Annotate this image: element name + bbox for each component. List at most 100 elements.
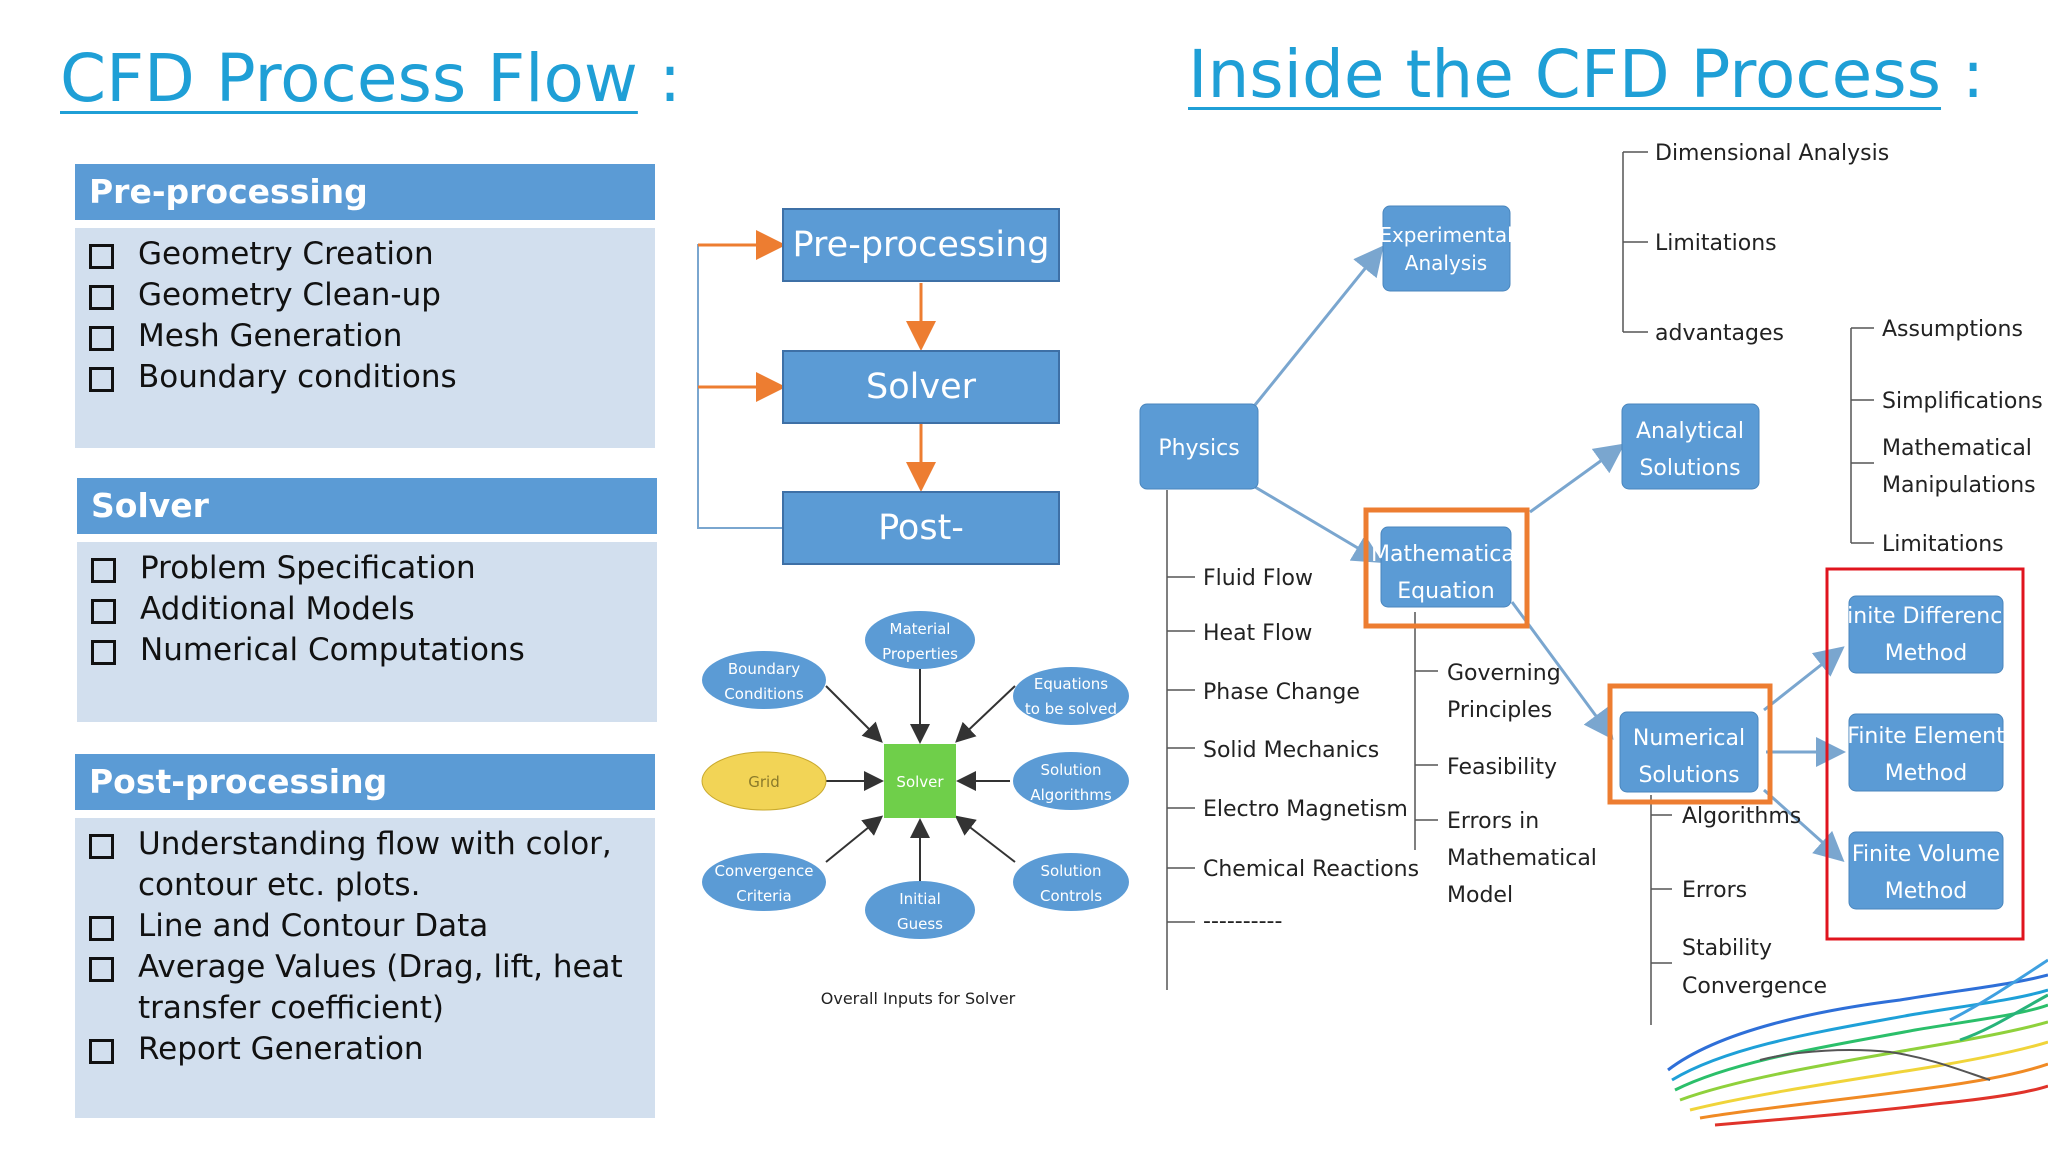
solver-node — [884, 744, 956, 818]
checkbox-icon — [91, 558, 116, 583]
svg-text:Fluid Flow: Fluid Flow — [1203, 566, 1313, 591]
list-item: Geometry Creation — [89, 234, 655, 275]
list-item: Geometry Clean-up — [89, 275, 655, 316]
svg-text:Principles: Principles — [1447, 698, 1552, 723]
list-item: Report Generation — [89, 1029, 641, 1070]
svg-text:Solution: Solution — [1040, 862, 1101, 880]
flow-preprocessing-box: Pre-processing — [782, 208, 1060, 282]
svg-text:Mathematical: Mathematical — [1882, 436, 2032, 461]
svg-text:Initial: Initial — [899, 890, 941, 908]
svg-text:Feasibility: Feasibility — [1447, 755, 1557, 780]
svg-text:Solid Mechanics: Solid Mechanics — [1203, 738, 1379, 763]
svg-text:Finite Element: Finite Element — [1847, 724, 2005, 749]
list-item: Mesh Generation — [89, 316, 655, 357]
svg-text:Conditions: Conditions — [724, 685, 804, 703]
svg-text:Dimensional Analysis: Dimensional Analysis — [1655, 141, 1889, 166]
list-item: Additional Models — [91, 589, 657, 630]
svg-text:to be solved: to be solved — [1025, 700, 1117, 718]
tree-labels: Dimensional Analysis Limitations advanta… — [1203, 141, 2043, 999]
mathematical-equation-node — [1380, 526, 1512, 608]
svg-text:Analytical: Analytical — [1636, 419, 1744, 444]
panel-preprocessing: Geometry Creation Geometry Clean-up Mesh… — [75, 228, 655, 448]
checkbox-icon — [89, 957, 114, 982]
svg-text:Solutions: Solutions — [1639, 456, 1740, 481]
list-item: Understanding flow with color, contour e… — [89, 824, 641, 906]
svg-text:Simplifications: Simplifications — [1882, 389, 2043, 414]
svg-text:Governing: Governing — [1447, 661, 1561, 686]
svg-text:Assumptions: Assumptions — [1882, 317, 2023, 342]
svg-text:Experimental: Experimental — [1379, 223, 1512, 247]
svg-text:Convergence: Convergence — [1682, 974, 1827, 999]
svg-text:Manipulations: Manipulations — [1882, 473, 2036, 498]
flow-postprocessing-box: Post-processing — [782, 491, 1060, 618]
finite-volume-node — [1848, 831, 2004, 910]
experimental-analysis-node — [1382, 205, 1511, 292]
right-title: Inside the CFD Process : — [1188, 36, 1985, 113]
svg-text:----------: ---------- — [1203, 909, 1282, 934]
svg-text:Equation: Equation — [1397, 579, 1494, 604]
svg-text:Method: Method — [1885, 641, 1968, 666]
svg-text:Chemical Reactions: Chemical Reactions — [1203, 857, 1419, 882]
svg-text:Numerical: Numerical — [1633, 726, 1745, 751]
svg-text:Material: Material — [890, 620, 951, 638]
numerical-solutions-highlight — [1607, 683, 1773, 805]
equations-oval — [1013, 667, 1129, 725]
checkbox-icon — [89, 367, 114, 392]
solver-inputs-caption: Overall Inputs for Solver — [821, 989, 1016, 1008]
svg-text:Analysis: Analysis — [1405, 251, 1487, 275]
checkbox-icon — [89, 326, 114, 351]
left-title: CFD Process Flow : — [60, 40, 682, 117]
initial-guess-oval — [865, 881, 975, 939]
svg-text:Criteria: Criteria — [736, 887, 791, 905]
svg-text:Model: Model — [1447, 883, 1513, 908]
checkbox-icon — [89, 916, 114, 941]
solver-inputs-diagram: Material Properties Boundary Conditions … — [701, 611, 1129, 1008]
list-item: Average Values (Drag, lift, heat transfe… — [89, 947, 641, 1029]
numerical-solutions-node — [1619, 711, 1759, 793]
panel-heading-postprocessing: Post-processing — [75, 754, 655, 810]
panel-postprocessing: Understanding flow with color, contour e… — [75, 818, 655, 1118]
svg-text:Algorithms: Algorithms — [1682, 804, 1801, 829]
boundary-conditions-oval — [702, 651, 826, 709]
svg-text:Electro Magnetism: Electro Magnetism — [1203, 797, 1408, 822]
panel-heading-preprocessing: Pre-processing — [75, 164, 655, 220]
svg-text:Limitations: Limitations — [1655, 231, 1777, 256]
solver-input-spokes — [825, 660, 1016, 885]
panel-heading-solver: Solver — [77, 478, 657, 534]
list-item: Problem Specification — [91, 548, 657, 589]
svg-text:Mathematical: Mathematical — [1371, 542, 1521, 567]
tree-brackets — [1166, 151, 1874, 1025]
analytical-solutions-node — [1621, 403, 1760, 490]
svg-text:Mathematical: Mathematical — [1447, 846, 1597, 871]
svg-text:Algorithms: Algorithms — [1030, 786, 1111, 804]
list-item: Line and Contour Data — [89, 906, 641, 947]
svg-text:Errors in: Errors in — [1447, 809, 1539, 834]
svg-text:Errors: Errors — [1682, 878, 1747, 903]
panel-solver: Problem Specification Additional Models … — [77, 542, 657, 722]
svg-text:Grid: Grid — [748, 773, 779, 791]
finite-element-node — [1848, 713, 2004, 792]
svg-text:Solutions: Solutions — [1638, 763, 1739, 788]
svg-text:Convergence: Convergence — [715, 862, 814, 880]
svg-text:Equations: Equations — [1034, 675, 1108, 693]
methods-highlight — [1825, 567, 2025, 941]
svg-text:Method: Method — [1885, 761, 1968, 786]
math-equation-highlight — [1363, 507, 1530, 629]
solution-controls-oval — [1013, 853, 1129, 911]
checkbox-icon — [89, 1039, 114, 1064]
convergence-criteria-oval — [702, 853, 826, 911]
checkbox-icon — [89, 244, 114, 269]
svg-text:Guess: Guess — [897, 915, 943, 933]
svg-text:advantages: advantages — [1655, 321, 1784, 346]
svg-text:Phase Change: Phase Change — [1203, 680, 1360, 705]
svg-text:Controls: Controls — [1040, 887, 1102, 905]
physics-node — [1139, 403, 1259, 490]
svg-text:Solver: Solver — [896, 773, 944, 791]
svg-text:Boundary: Boundary — [728, 660, 800, 678]
list-item: Boundary conditions — [89, 357, 655, 398]
checkbox-icon — [89, 285, 114, 310]
tree-nodes: Physics Experimental Analysis Mathematic… — [1139, 205, 2025, 941]
svg-text:Finite Volume: Finite Volume — [1852, 842, 2000, 867]
checkbox-icon — [91, 599, 116, 624]
